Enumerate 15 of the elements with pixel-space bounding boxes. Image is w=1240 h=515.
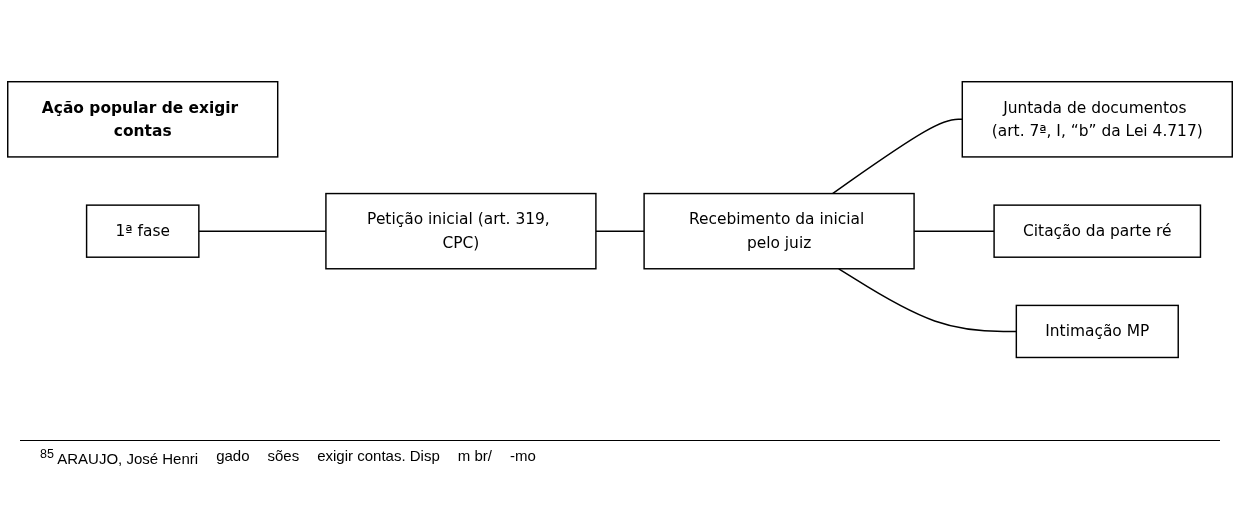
connector <box>831 119 963 195</box>
footnote-text: m br/ <box>457 447 492 466</box>
footnote-text: exigir contas. Disp <box>317 447 440 466</box>
node-box: Petição inicial (art. 319, CPC) <box>325 193 597 270</box>
node-box: Ação popular de exigir contas <box>7 81 279 159</box>
connector <box>595 230 645 233</box>
node-box: Intimação MP <box>1015 305 1179 359</box>
footnote-text: $^{85}$ ARAUJO, José Henri <box>40 447 199 467</box>
node-box: Recebimento da inicial pelo juiz <box>643 193 915 270</box>
footnote-text: gado <box>216 447 250 466</box>
footnote-text: sões <box>267 447 300 466</box>
footnote-text: -mo <box>509 447 536 466</box>
node-box: Juntada de documentos (art. 7ª, I, “b” da Lei 4.717) <box>961 81 1233 159</box>
node-box: 1ª fase <box>85 204 200 259</box>
node-box: Citação da parte ré <box>993 204 1202 259</box>
